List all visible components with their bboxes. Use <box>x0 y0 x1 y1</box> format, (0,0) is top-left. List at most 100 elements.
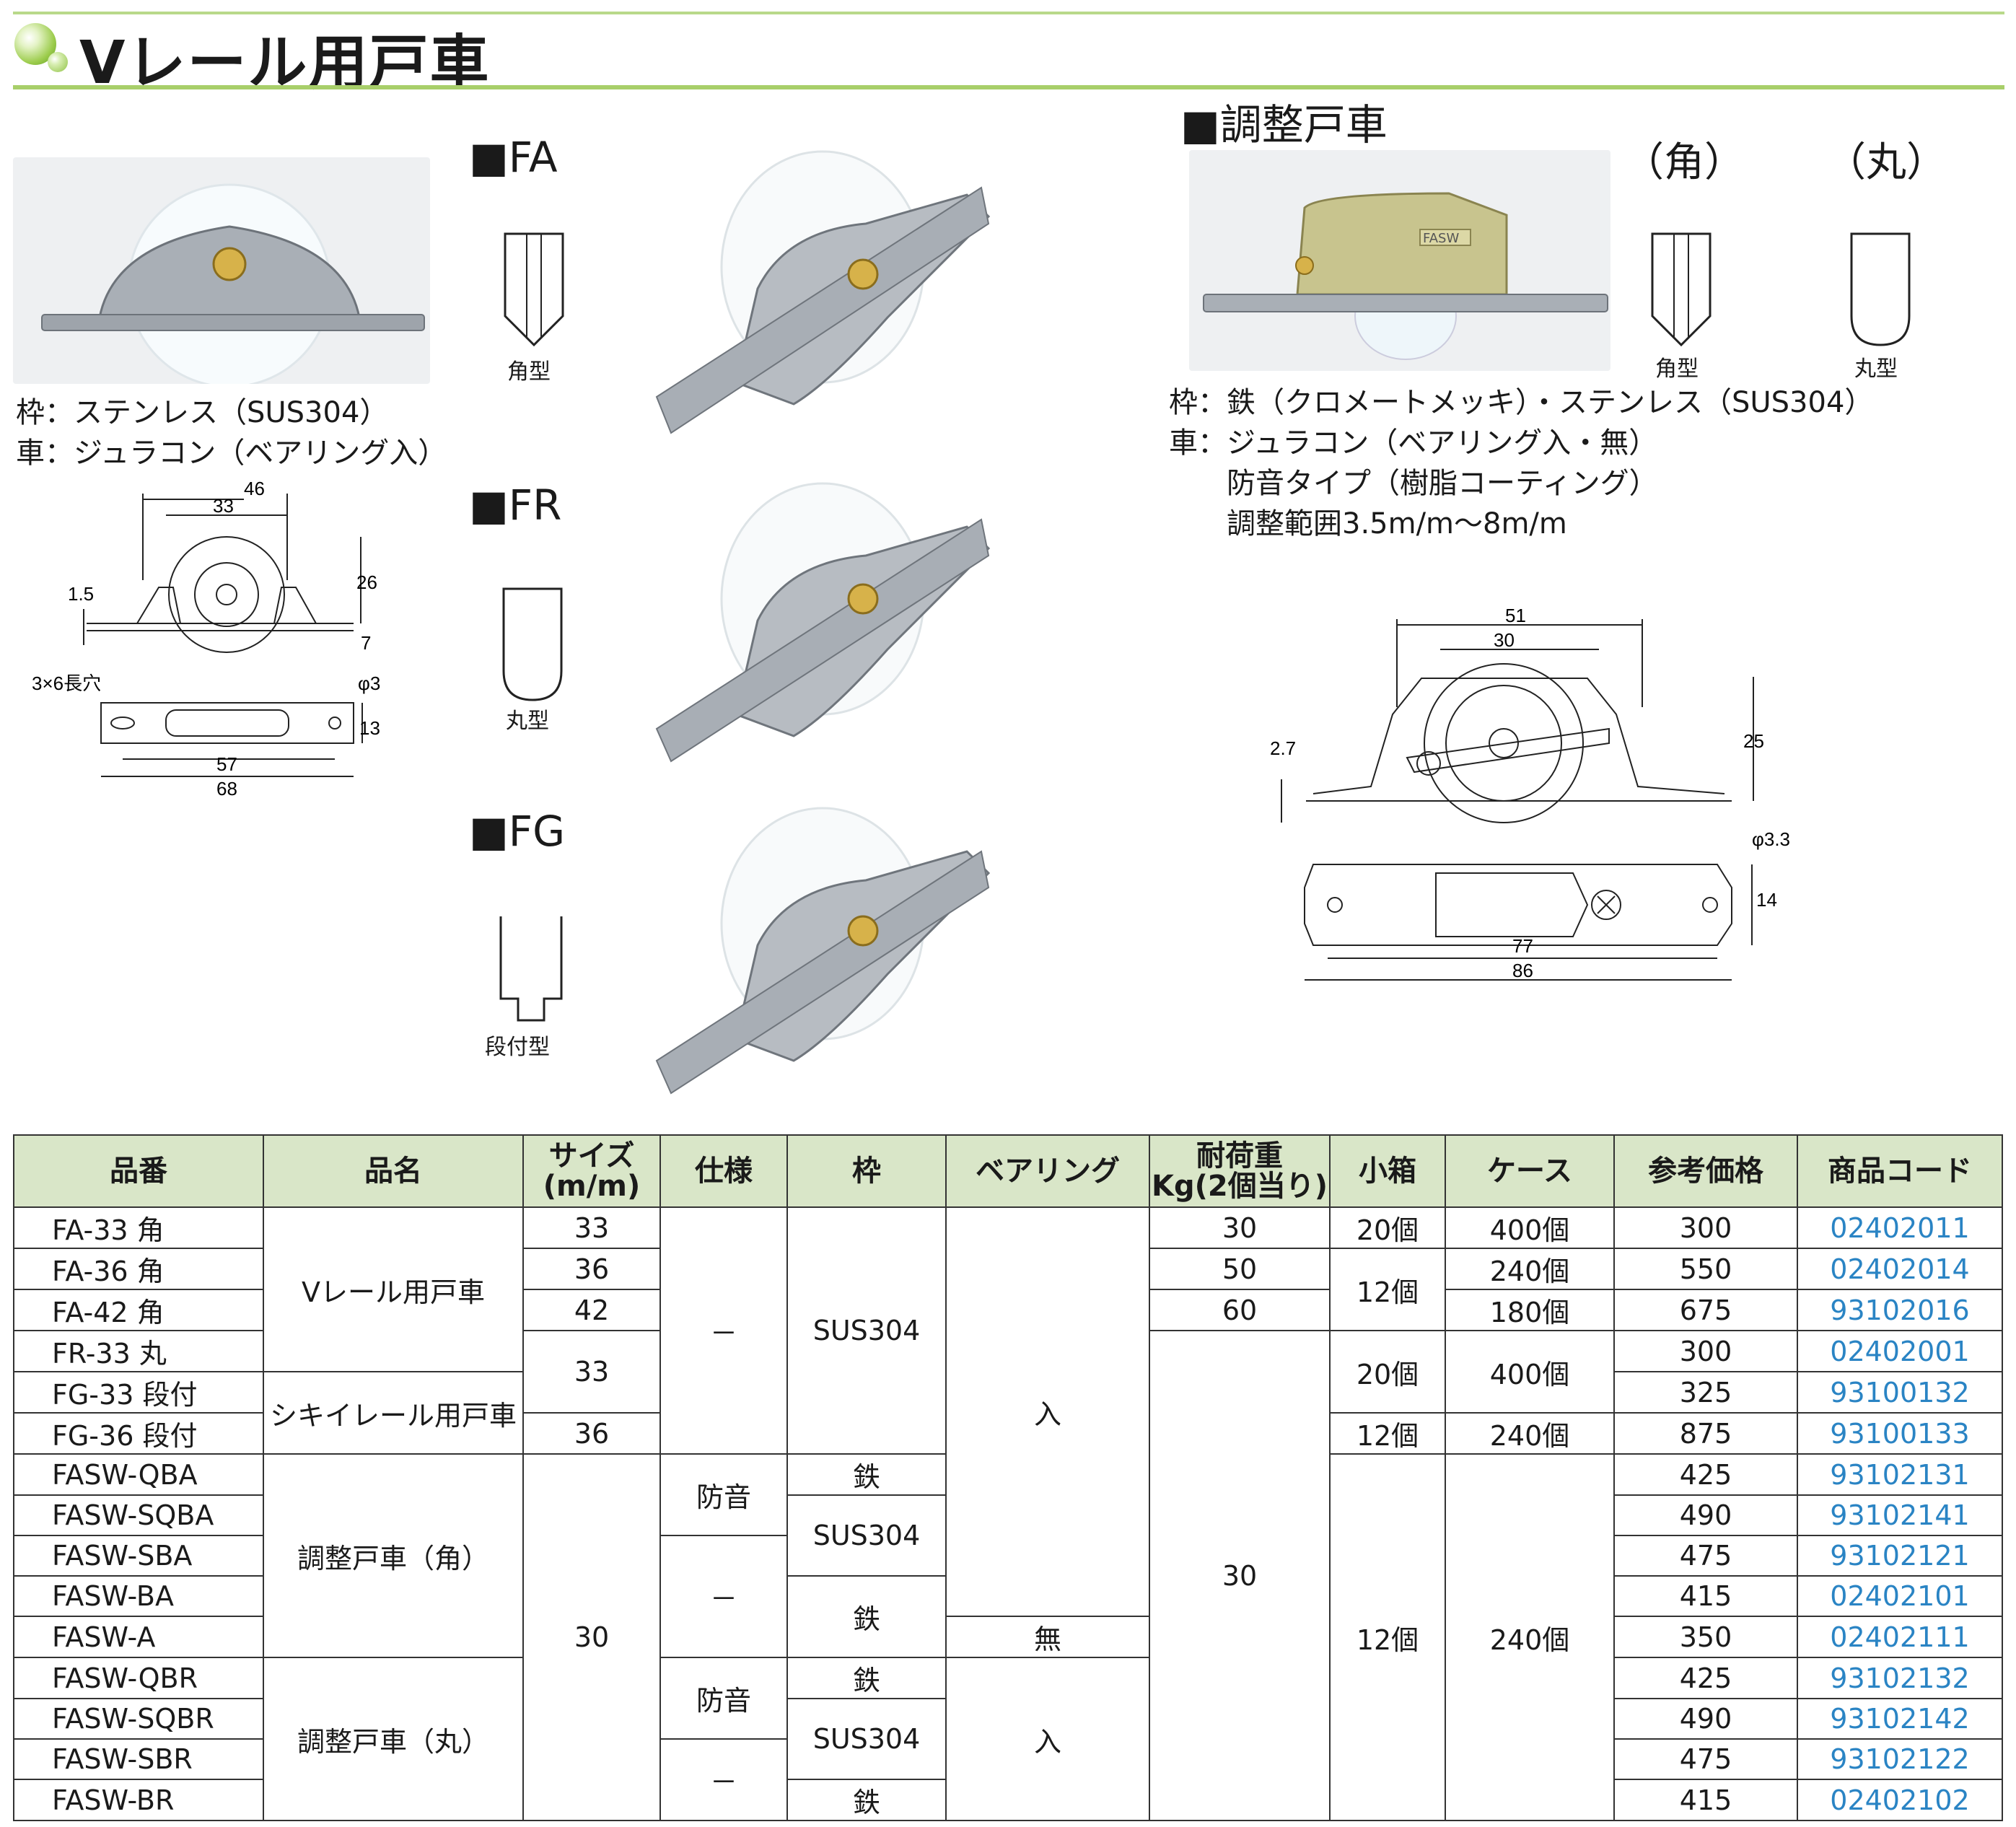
table-row: FASW-QBA 調整戸車（角） 30 防音 鉄 12個 240個 425 93… <box>13 1453 2003 1821</box>
cell-code: 93102141 <box>1797 1494 2003 1536</box>
profile-kaku-label: 角型 <box>507 359 551 385</box>
cell-price: 550 <box>1613 1248 1798 1290</box>
cell-frame: 鉄 <box>786 1657 947 1699</box>
th-frame: 枠 <box>786 1134 947 1208</box>
dim-13: 13 <box>359 717 380 739</box>
th-size-line1: サイズ <box>548 1139 635 1173</box>
adjust-photo-stamp: FASW <box>1423 231 1459 246</box>
th-price: 参考価格 <box>1613 1134 1798 1208</box>
adjust-spec-line-1: 枠：鉄（クロメートメッキ）・ステンレス（SUS304） <box>1169 386 1874 419</box>
cell-code: 02402001 <box>1797 1330 2003 1372</box>
left-spec-line-2: 車：ジュラコン（ベアリング入） <box>16 437 447 470</box>
cell-code: 02402014 <box>1797 1248 2003 1290</box>
table-row: FA-42 角 42 60 180個 675 93102016 <box>13 1289 2003 1331</box>
cell-load: 30 <box>1149 1206 1331 1249</box>
adjust-dim-86: 86 <box>1512 960 1533 981</box>
product-photo-adjust: FASW <box>1189 150 1610 371</box>
adjust-spec-line-3: 防音タイプ（樹脂コーティング） <box>1227 467 1658 500</box>
cell-part: FASW-A <box>13 1616 264 1658</box>
adjust-dimension-drawing-bottom: φ3.3 14 77 86 <box>1299 823 1818 996</box>
th-load-line1: 耐荷重 <box>1196 1139 1283 1173</box>
adjust-spec-line-2: 車：ジュラコン（ベアリング入・無） <box>1169 426 1658 460</box>
adjust-spec-line-4: 調整範囲3.5m/m～8m/m <box>1227 507 1567 540</box>
cell-code: 93102016 <box>1797 1289 2003 1331</box>
cell-name-shiki: シキイレール用戸車 <box>263 1371 524 1455</box>
adjust-dim-51: 51 <box>1505 606 1526 626</box>
adjust-profile-maru-label: 丸型 <box>1854 356 1898 382</box>
cell-price: 300 <box>1613 1330 1798 1372</box>
cell-frame: 鉄 <box>786 1575 947 1658</box>
cell-load: 50 <box>1149 1248 1331 1290</box>
cell-price: 475 <box>1613 1535 1798 1577</box>
cell-price: 415 <box>1613 1779 1798 1821</box>
cell-price: 300 <box>1613 1206 1798 1249</box>
adjust-maru-heading: （丸） <box>1826 139 1947 186</box>
cell-spec-dash: － <box>659 1535 788 1658</box>
adjust-dim-14: 14 <box>1756 889 1777 911</box>
dim-57: 57 <box>216 753 237 775</box>
cell-part: FASW-SBR <box>13 1738 264 1780</box>
dim-1-5: 1.5 <box>68 583 94 605</box>
cell-size: 36 <box>522 1412 661 1455</box>
product-photo-fg <box>655 807 991 1095</box>
cell-part: FASW-BA <box>13 1575 264 1617</box>
th-name: 品名 <box>263 1134 524 1208</box>
cell-part: FR-33 丸 <box>13 1330 264 1372</box>
cell-case: 400個 <box>1445 1206 1615 1249</box>
cell-code: 93100133 <box>1797 1412 2003 1455</box>
left-spec-line-1: 枠：ステンレス（SUS304） <box>16 396 389 429</box>
profile-kaku-icon <box>504 232 564 347</box>
cell-frame: SUS304 <box>786 1494 947 1577</box>
cell-price: 350 <box>1613 1616 1798 1658</box>
dimension-drawing-bottom: 3×6長穴 φ3 13 57 68 <box>29 668 404 812</box>
adjust-title: ■調整戸車 <box>1180 100 1388 149</box>
title-rule-top <box>13 12 2004 14</box>
adjust-dim-30: 30 <box>1494 629 1515 651</box>
th-bearing: ベアリング <box>945 1134 1150 1208</box>
cell-part: FASW-SBA <box>13 1535 264 1577</box>
cell-name-v: Vレール用戸車 <box>263 1206 524 1372</box>
table-row: FR-33 丸 33 30 20個 400個 300 02402001 <box>13 1330 2003 1821</box>
title-rule-bottom <box>13 85 2004 89</box>
adjust-dim-77: 77 <box>1512 935 1533 957</box>
table-row: FASW-BR 鉄 415 02402102 <box>13 1779 2003 1821</box>
table-row: FASW-SBA － 475 93102121 <box>13 1535 2003 1658</box>
th-box: 小箱 <box>1329 1134 1446 1208</box>
dim-33: 33 <box>213 495 234 517</box>
table-row: FASW-A 無 350 02402111 <box>13 1616 2003 1658</box>
cell-part: FASW-SQBA <box>13 1494 264 1536</box>
adjust-profile-kaku-label: 角型 <box>1655 356 1699 382</box>
cell-code: 02402011 <box>1797 1206 2003 1249</box>
cell-spec-dash: － <box>659 1738 788 1821</box>
cell-part: FA-36 角 <box>13 1248 264 1290</box>
cell-part: FG-33 段付 <box>13 1371 264 1414</box>
adjust-dim-2-7: 2.7 <box>1270 737 1296 759</box>
table-row: FASW-BA 鉄 415 02402101 <box>13 1575 2003 1658</box>
cell-bearing-nashi: 無 <box>945 1616 1150 1658</box>
cell-box: 12個 <box>1329 1248 1446 1331</box>
cell-part: FA-42 角 <box>13 1289 264 1331</box>
adjust-profile-maru-icon <box>1850 232 1911 346</box>
th-size-line2: (m/m) <box>543 1170 641 1203</box>
cell-name-adj-kaku: 調整戸車（角） <box>263 1453 524 1658</box>
th-code: 商品コード <box>1797 1134 2003 1208</box>
cell-code: 93102121 <box>1797 1535 2003 1577</box>
variant-label-fg: ■FG <box>469 807 566 856</box>
adjust-profile-kaku-icon <box>1651 232 1712 347</box>
cell-part: FASW-SQBR <box>13 1698 264 1740</box>
table-row: FG-36 段付 36 12個 240個 875 93100133 <box>13 1412 2003 1455</box>
dimension-drawing-front: 46 33 26 1.5 7 <box>58 478 404 660</box>
adjust-dim-hole-3-3: φ3.3 <box>1752 828 1790 850</box>
cell-code: 93102122 <box>1797 1738 2003 1780</box>
cell-code: 02402102 <box>1797 1779 2003 1821</box>
cell-case: 180個 <box>1445 1289 1615 1331</box>
profile-maru-label: 丸型 <box>506 709 549 734</box>
product-photo-fa <box>655 150 991 434</box>
cell-price: 875 <box>1613 1412 1798 1455</box>
cell-price: 490 <box>1613 1494 1798 1536</box>
cell-box: 20個 <box>1329 1330 1446 1414</box>
variant-label-fa: ■FA <box>469 133 558 182</box>
